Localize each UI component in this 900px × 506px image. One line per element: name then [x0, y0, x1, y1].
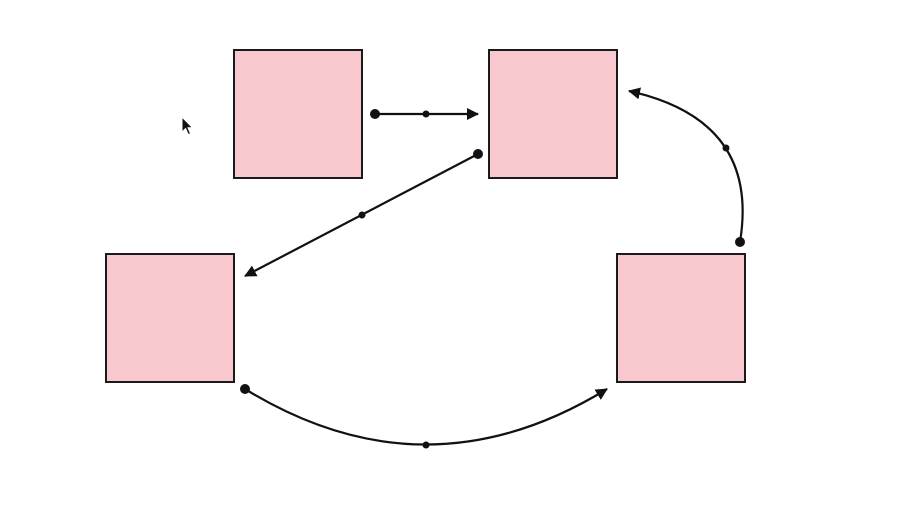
edge-source-handle[interactable] — [370, 109, 380, 119]
edge-bottom-left-to-bottom-right[interactable] — [240, 384, 608, 449]
edge-midpoint-handle[interactable] — [358, 211, 366, 219]
edge-top-right-to-bottom-left[interactable] — [244, 149, 483, 277]
edge-midpoint-handle[interactable] — [422, 110, 430, 118]
mouse-pointer-icon — [181, 115, 194, 136]
edge-source-handle[interactable] — [473, 149, 483, 159]
node-top-left[interactable] — [233, 49, 363, 179]
edge-bottom-right-to-top-right[interactable] — [628, 87, 745, 247]
edge-line[interactable] — [244, 388, 608, 446]
node-bottom-left[interactable] — [105, 253, 235, 383]
edge-top-left-to-top-right[interactable] — [370, 108, 479, 120]
edge-midpoint-handle[interactable] — [722, 144, 730, 152]
edge-line[interactable] — [628, 87, 744, 243]
node-bottom-right[interactable] — [616, 253, 746, 383]
node-top-right[interactable] — [488, 49, 618, 179]
edge-source-handle[interactable] — [240, 384, 250, 394]
edge-source-handle[interactable] — [735, 237, 745, 247]
edge-midpoint-handle[interactable] — [422, 441, 430, 449]
